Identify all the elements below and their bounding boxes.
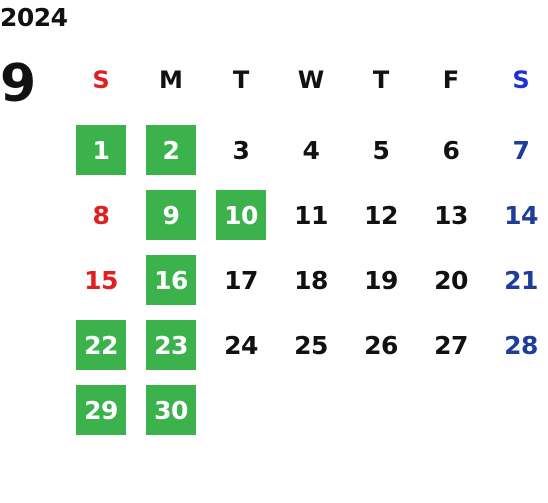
day-cell-highlighted[interactable]: 1 (76, 125, 126, 175)
day-cell[interactable]: 27 (434, 330, 468, 360)
day-cell[interactable]: 12 (364, 200, 398, 230)
day-cell-highlighted[interactable]: 23 (146, 320, 196, 370)
day-cell[interactable]: 6 (442, 135, 460, 165)
day-cell[interactable]: 4 (302, 135, 320, 165)
weekday-header-2: T (232, 66, 250, 94)
day-cell[interactable]: 14 (504, 200, 538, 230)
day-cell-highlighted[interactable]: 22 (76, 320, 126, 370)
weekday-header-4: T (372, 66, 390, 94)
day-cell[interactable]: 21 (504, 265, 538, 295)
day-cell-highlighted[interactable]: 29 (76, 385, 126, 435)
day-cell[interactable]: 7 (512, 135, 530, 165)
weekday-header-0: S (92, 66, 110, 94)
weekday-header-6: S (512, 66, 530, 94)
year-label: 2024 (0, 3, 68, 32)
day-cell[interactable]: 17 (224, 265, 258, 295)
day-cell[interactable]: 8 (92, 200, 110, 230)
day-cell[interactable]: 19 (364, 265, 398, 295)
day-cell[interactable]: 13 (434, 200, 468, 230)
month-number: 9 (0, 54, 37, 114)
day-cell[interactable]: 15 (84, 265, 118, 295)
day-cell-highlighted[interactable]: 9 (146, 190, 196, 240)
day-cell[interactable]: 24 (224, 330, 258, 360)
weekday-header-5: F (442, 66, 460, 94)
weekday-header-1: M (159, 66, 183, 94)
day-cell[interactable]: 18 (294, 265, 328, 295)
day-cell-highlighted[interactable]: 2 (146, 125, 196, 175)
day-cell[interactable]: 3 (232, 135, 250, 165)
day-cell[interactable]: 25 (294, 330, 328, 360)
day-cell[interactable]: 28 (504, 330, 538, 360)
day-cell[interactable]: 20 (434, 265, 468, 295)
day-cell[interactable]: 11 (294, 200, 328, 230)
day-cell-highlighted[interactable]: 16 (146, 255, 196, 305)
day-cell-highlighted[interactable]: 10 (216, 190, 266, 240)
day-cell-highlighted[interactable]: 30 (146, 385, 196, 435)
day-cell[interactable]: 26 (364, 330, 398, 360)
day-cell[interactable]: 5 (372, 135, 390, 165)
weekday-header-3: W (297, 66, 325, 94)
